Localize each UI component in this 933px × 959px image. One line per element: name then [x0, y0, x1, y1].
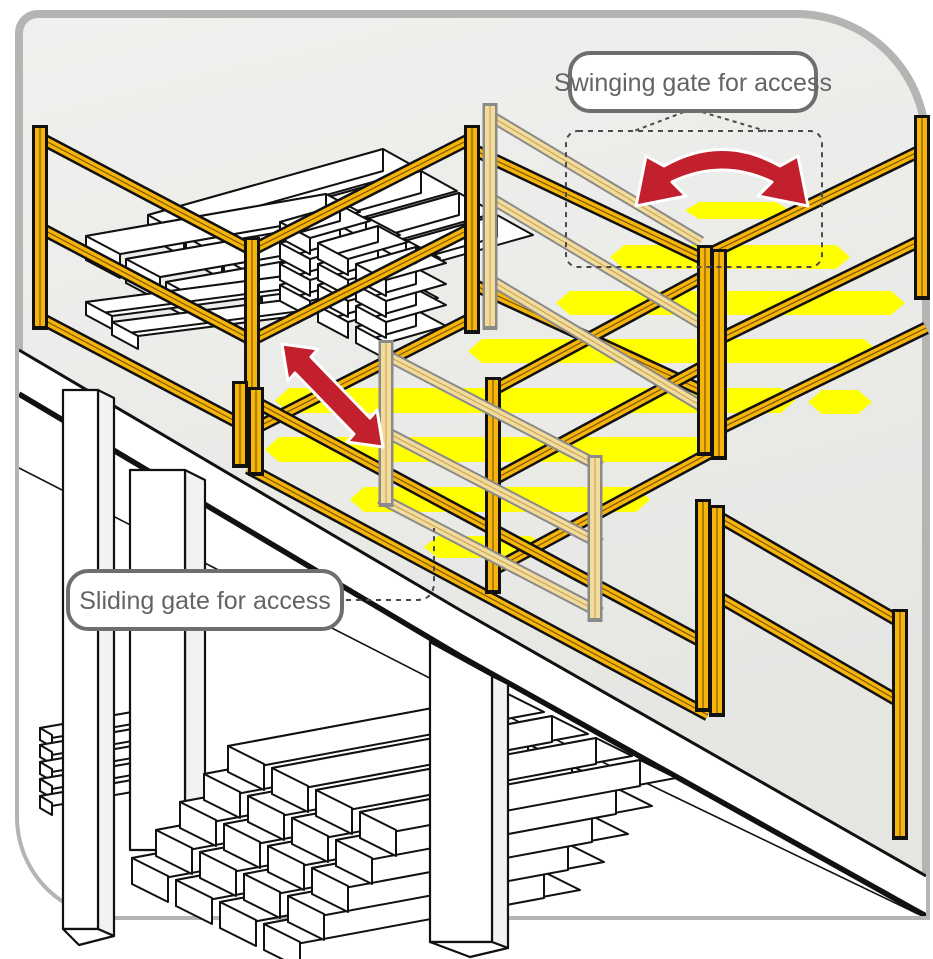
swing-callout-label: Swinging gate for access: [554, 69, 832, 97]
slide-arrow-icon: [280, 342, 385, 449]
swing-arrow-icon: [634, 148, 810, 208]
guardrails: [36, 132, 929, 721]
motion-arrows: [280, 148, 810, 449]
swing-gate-closed-position-outline: [565, 130, 823, 268]
slide-callout-leader: [346, 528, 435, 601]
callout-sliding-gate: Sliding gate for access: [66, 528, 435, 631]
support-column-front: [428, 640, 510, 959]
slide-callout-box: [66, 569, 344, 631]
lumber-beam: [317, 225, 409, 276]
swing-gate: [482, 103, 705, 412]
support-column-left: [61, 388, 116, 947]
slide-callout-label: Sliding gate for access: [79, 587, 331, 615]
sliding-gate: [377, 340, 604, 622]
callout-swinging-gate: Swinging gate for access: [554, 51, 832, 268]
swing-callout-leader: [633, 111, 767, 132]
swing-callout-box: [568, 51, 818, 113]
